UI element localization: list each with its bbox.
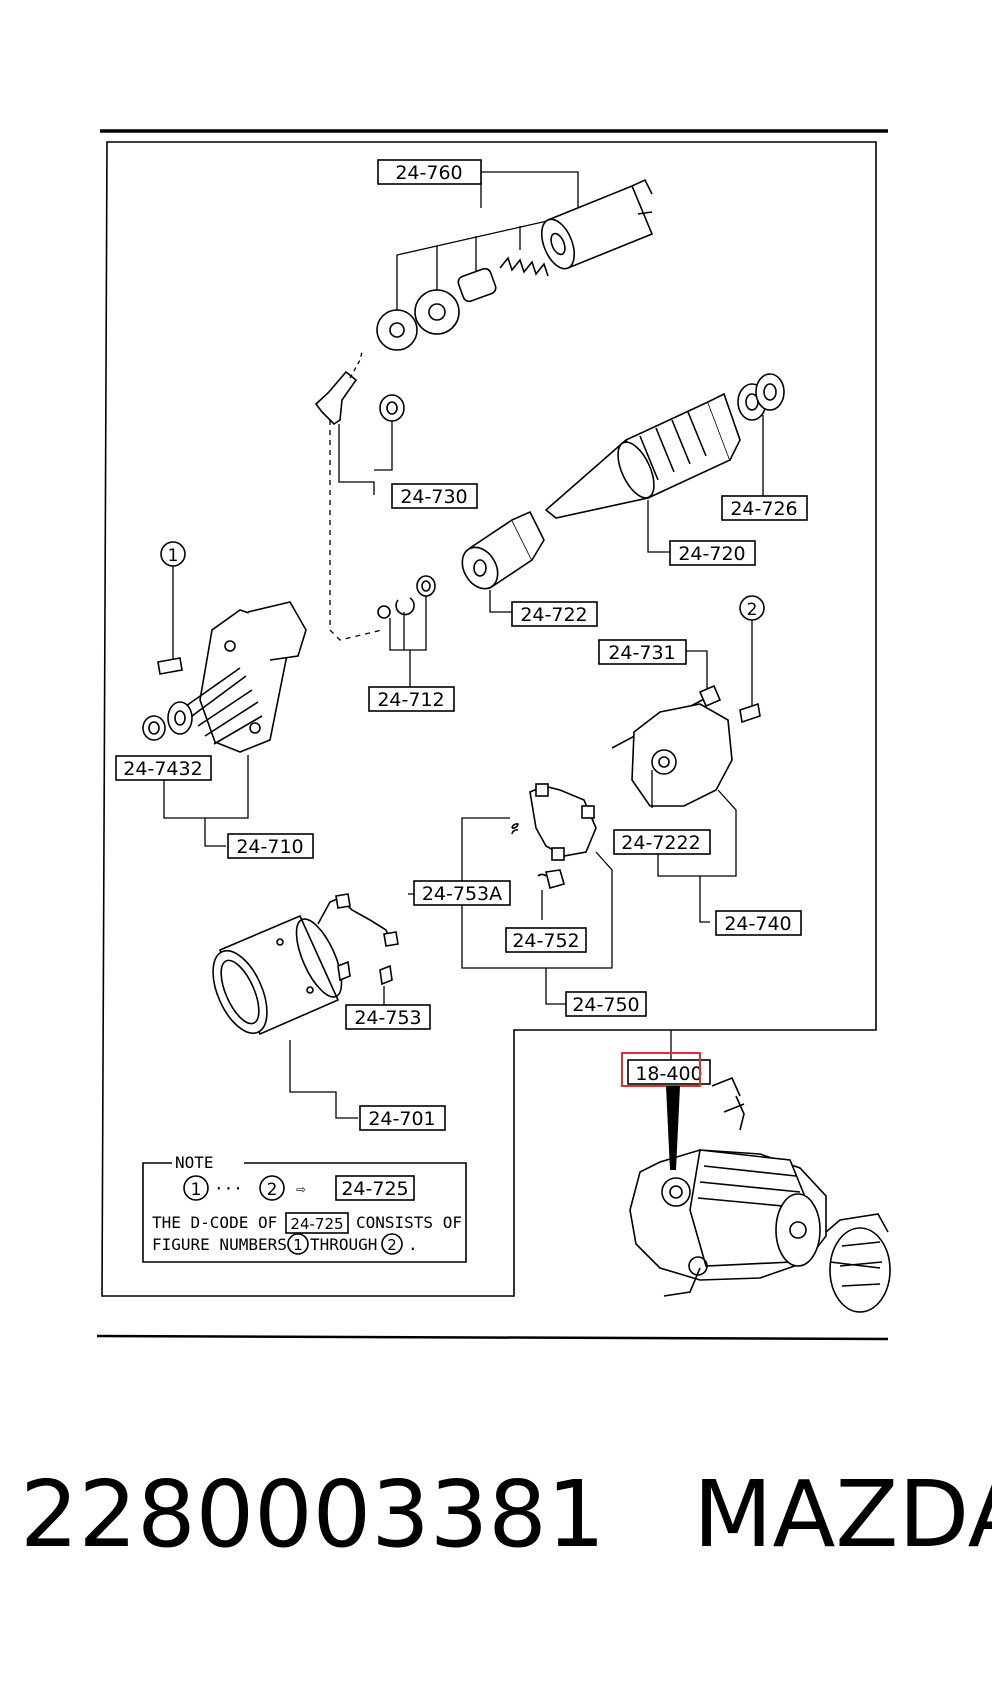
diagram-frame (101, 141, 877, 1297)
label-24-750: 24-750 (565, 991, 647, 1017)
note-box: NOTE 1 ··· 2 ⇨ 24-725 THE D-CODE OF 24-7… (142, 1153, 467, 1263)
figure-number-1: 1 (157, 541, 186, 675)
label-18-400[interactable]: 18-400 (621, 1052, 711, 1087)
brand-name: MAZDA (693, 1461, 992, 1568)
stop-ring-set (377, 575, 436, 690)
rear-cover (631, 703, 737, 923)
svg-text:24-760: 24-760 (395, 162, 462, 184)
svg-text:24-720: 24-720 (678, 543, 745, 565)
bottom-rule (96, 1334, 889, 1341)
front-housing (142, 601, 307, 847)
highlight-box (621, 1052, 701, 1087)
svg-text:2: 2 (747, 600, 758, 620)
yoke-assembly (212, 893, 399, 1119)
label-24-760: 24-760 (377, 159, 482, 185)
bearing-washers (737, 373, 785, 496)
label-24-731: 24-731 (598, 639, 687, 665)
svg-text:24-725: 24-725 (290, 1215, 343, 1233)
svg-text:24-7222: 24-7222 (621, 832, 700, 854)
svg-text:···: ··· (214, 1179, 243, 1198)
svg-text:1: 1 (293, 1236, 303, 1254)
svg-text:24-731: 24-731 (608, 642, 675, 664)
svg-text:24-730: 24-730 (400, 486, 467, 508)
svg-text:24-7432: 24-7432 (123, 758, 202, 780)
engine-location-view (629, 1076, 891, 1313)
svg-text:24-752: 24-752 (512, 930, 579, 952)
label-24-753: 24-753 (345, 1004, 431, 1030)
svg-text:24-740: 24-740 (724, 913, 791, 935)
svg-text:18-400: 18-400 (635, 1063, 702, 1085)
svg-text:24-722: 24-722 (520, 604, 587, 626)
label-24-740: 24-740 (715, 910, 802, 936)
pinion-gear (461, 510, 545, 613)
label-24-720: 24-720 (669, 540, 756, 566)
svg-text:THE D-CODE OF: THE D-CODE OF (152, 1213, 277, 1232)
label-24-752: 24-752 (505, 927, 587, 953)
svg-text:.: . (408, 1235, 418, 1254)
svg-text:2: 2 (267, 1180, 278, 1200)
svg-text:⇨: ⇨ (296, 1179, 306, 1198)
label-24-7432: 24-7432 (115, 755, 212, 781)
label-24-753a: 24-753A (413, 880, 511, 906)
label-24-726: 24-726 (721, 495, 808, 521)
part-caption: 2280003381 MAZDA (20, 1455, 992, 1575)
svg-text:THROUGH: THROUGH (310, 1235, 377, 1254)
svg-text:24-753: 24-753 (354, 1007, 421, 1029)
figure-number-2: 2 (739, 595, 765, 724)
svg-text:FIGURE NUMBERS: FIGURE NUMBERS (152, 1235, 287, 1254)
svg-text:24-725: 24-725 (341, 1178, 408, 1200)
label-24-722: 24-722 (511, 601, 598, 627)
svg-text:24-726: 24-726 (730, 498, 797, 520)
svg-text:2: 2 (387, 1236, 397, 1254)
drive-lever-assembly (314, 351, 405, 641)
label-24-710: 24-710 (227, 833, 314, 859)
svg-text:24-753A: 24-753A (422, 883, 502, 905)
label-24-730: 24-730 (391, 483, 478, 509)
svg-text:1: 1 (168, 546, 179, 566)
part-number: 2280003381 (20, 1461, 606, 1568)
svg-text:24-710: 24-710 (236, 836, 303, 858)
svg-text:NOTE: NOTE (175, 1153, 214, 1172)
svg-text:1: 1 (191, 1180, 202, 1200)
svg-text:CONSISTS OF: CONSISTS OF (356, 1213, 462, 1232)
solenoid-assembly (376, 171, 654, 351)
label-24-712: 24-712 (368, 686, 455, 712)
svg-text:24-750: 24-750 (572, 994, 639, 1016)
armature (544, 392, 741, 519)
svg-text:24-701: 24-701 (368, 1108, 435, 1130)
caption-gap (605, 1461, 693, 1568)
label-24-7222: 24-7222 (613, 829, 711, 855)
svg-text:24-712: 24-712 (377, 689, 444, 711)
label-24-701: 24-701 (359, 1105, 446, 1131)
